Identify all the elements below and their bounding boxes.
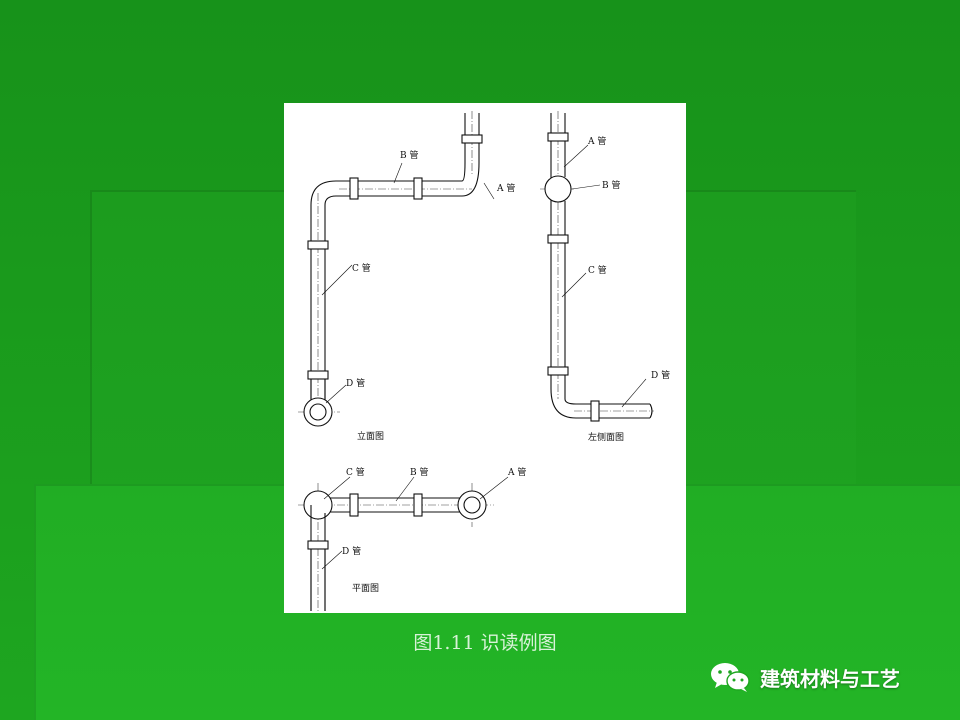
plan-label-d: D 管 [342,545,361,557]
plan-view: C 管 B 管 A 管 D 管 平面图 [298,466,526,611]
plan-pipe-c [303,490,333,520]
pipe-drawing: B 管 A 管 C 管 D 管 立面图 [298,111,670,611]
side-pipe-d [576,403,653,419]
plan-label-b: B 管 [410,466,428,478]
watermark: 建筑材料与工艺 [708,660,900,694]
plan-pipe-a [457,490,487,520]
side-label-b: B 管 [602,179,620,191]
elevation-pipe-c [310,205,326,403]
side-label-d: D 管 [651,369,670,381]
side-pipe-b [544,175,572,203]
wechat-icon [711,663,750,692]
plan-pipe-d [310,549,326,611]
elevation-pipe-d [303,379,333,427]
elevation-label-c: C 管 [352,262,371,274]
side-label-c: C 管 [588,264,607,276]
elevation-label-d: D 管 [346,377,365,389]
figure-caption: 图1.11 识读例图 [413,632,557,654]
elevation-label-b: B 管 [400,149,418,161]
plan-label-a: A 管 [507,466,526,478]
side-label-a: A 管 [587,135,606,147]
figure-card: B 管 A 管 C 管 D 管 立面图 [284,103,686,613]
side-view: A 管 B 管 C 管 D 管 左侧面图 [540,111,670,443]
elevation-view: B 管 A 管 C 管 D 管 立面图 [298,111,515,442]
plan-label-c: C 管 [346,466,365,478]
side-title: 左侧面图 [588,431,624,443]
elevation-title: 立面图 [357,430,384,442]
plan-title: 平面图 [352,583,379,594]
elevation-label-a: A 管 [496,182,515,194]
watermark-text: 建筑材料与工艺 [760,666,900,691]
